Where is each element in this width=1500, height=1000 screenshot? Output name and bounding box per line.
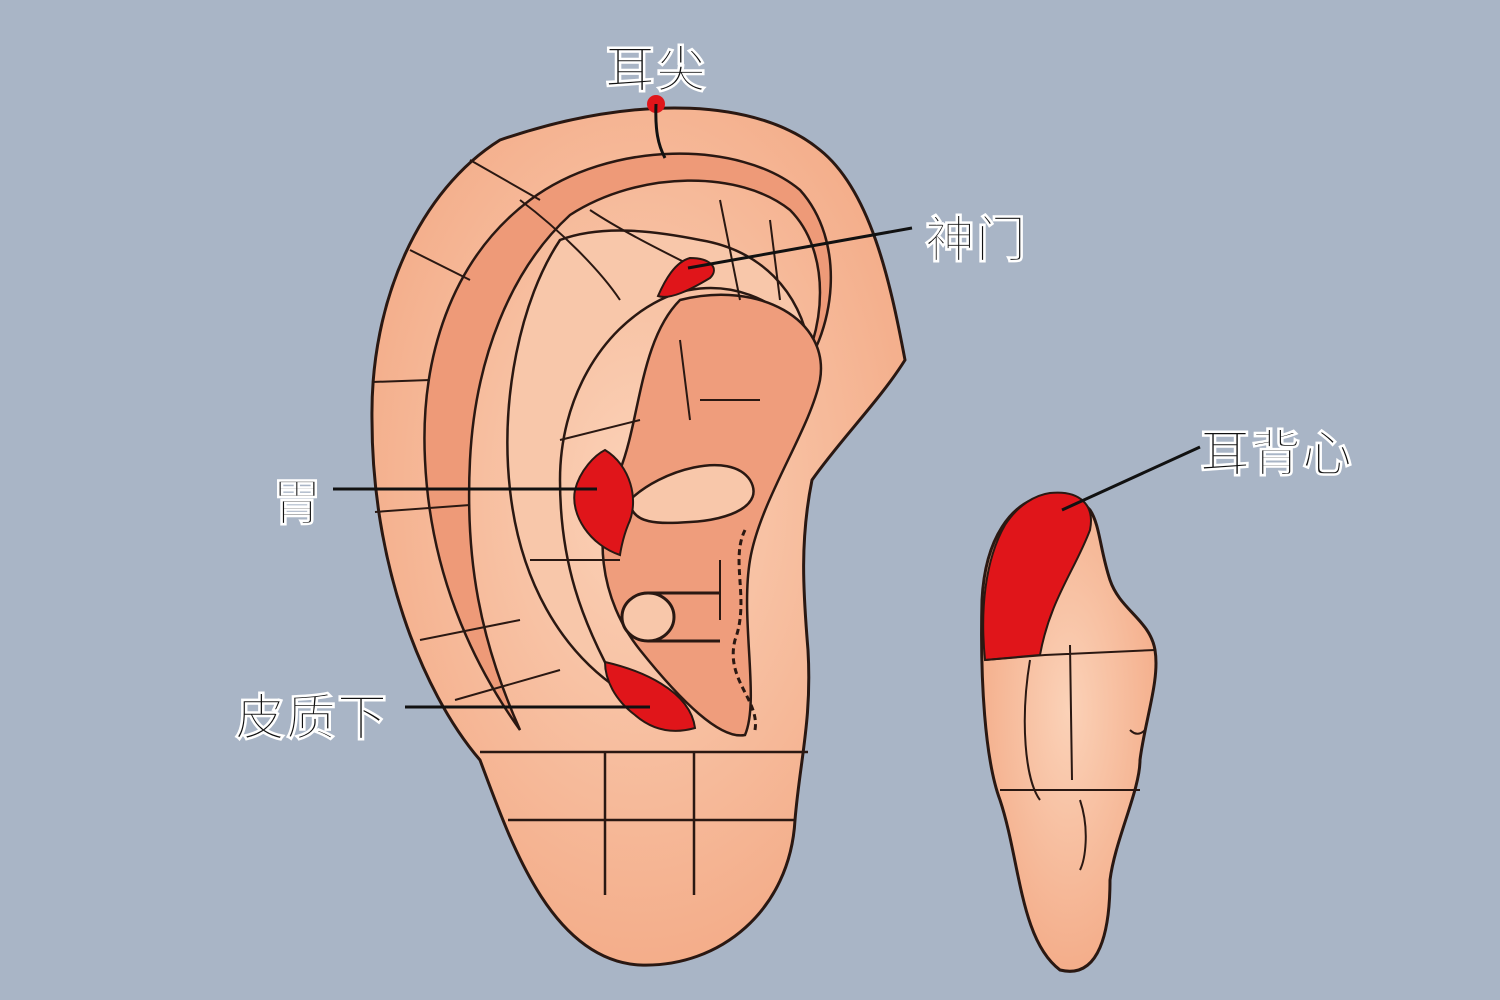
stomach-point xyxy=(573,448,635,557)
back-ear xyxy=(980,491,1158,973)
label-subcortex: 皮质下 xyxy=(235,689,388,748)
subcortex-point xyxy=(603,660,697,732)
zone-lines xyxy=(371,159,781,701)
label-shenmen: 神门 xyxy=(925,211,1027,270)
back-ear-lines xyxy=(984,644,1156,871)
label-ear-back-heart: 耳背心 xyxy=(1200,425,1353,484)
helix-groove xyxy=(423,152,833,731)
lobe-grid xyxy=(480,750,808,895)
label-stomach: 胃 xyxy=(272,474,323,533)
external-ear-canal xyxy=(620,591,676,643)
label-ear-apex: 耳尖 xyxy=(605,41,707,100)
ear-back-heart-leader xyxy=(1061,445,1201,512)
ear-apex-leader xyxy=(654,103,667,159)
crus-of-helix xyxy=(628,464,755,525)
shenmen-leader xyxy=(687,226,913,270)
tragus-line xyxy=(648,591,720,643)
leader-lines xyxy=(333,103,1201,709)
antitragus-dashed xyxy=(731,529,757,731)
front-ear xyxy=(370,95,907,967)
